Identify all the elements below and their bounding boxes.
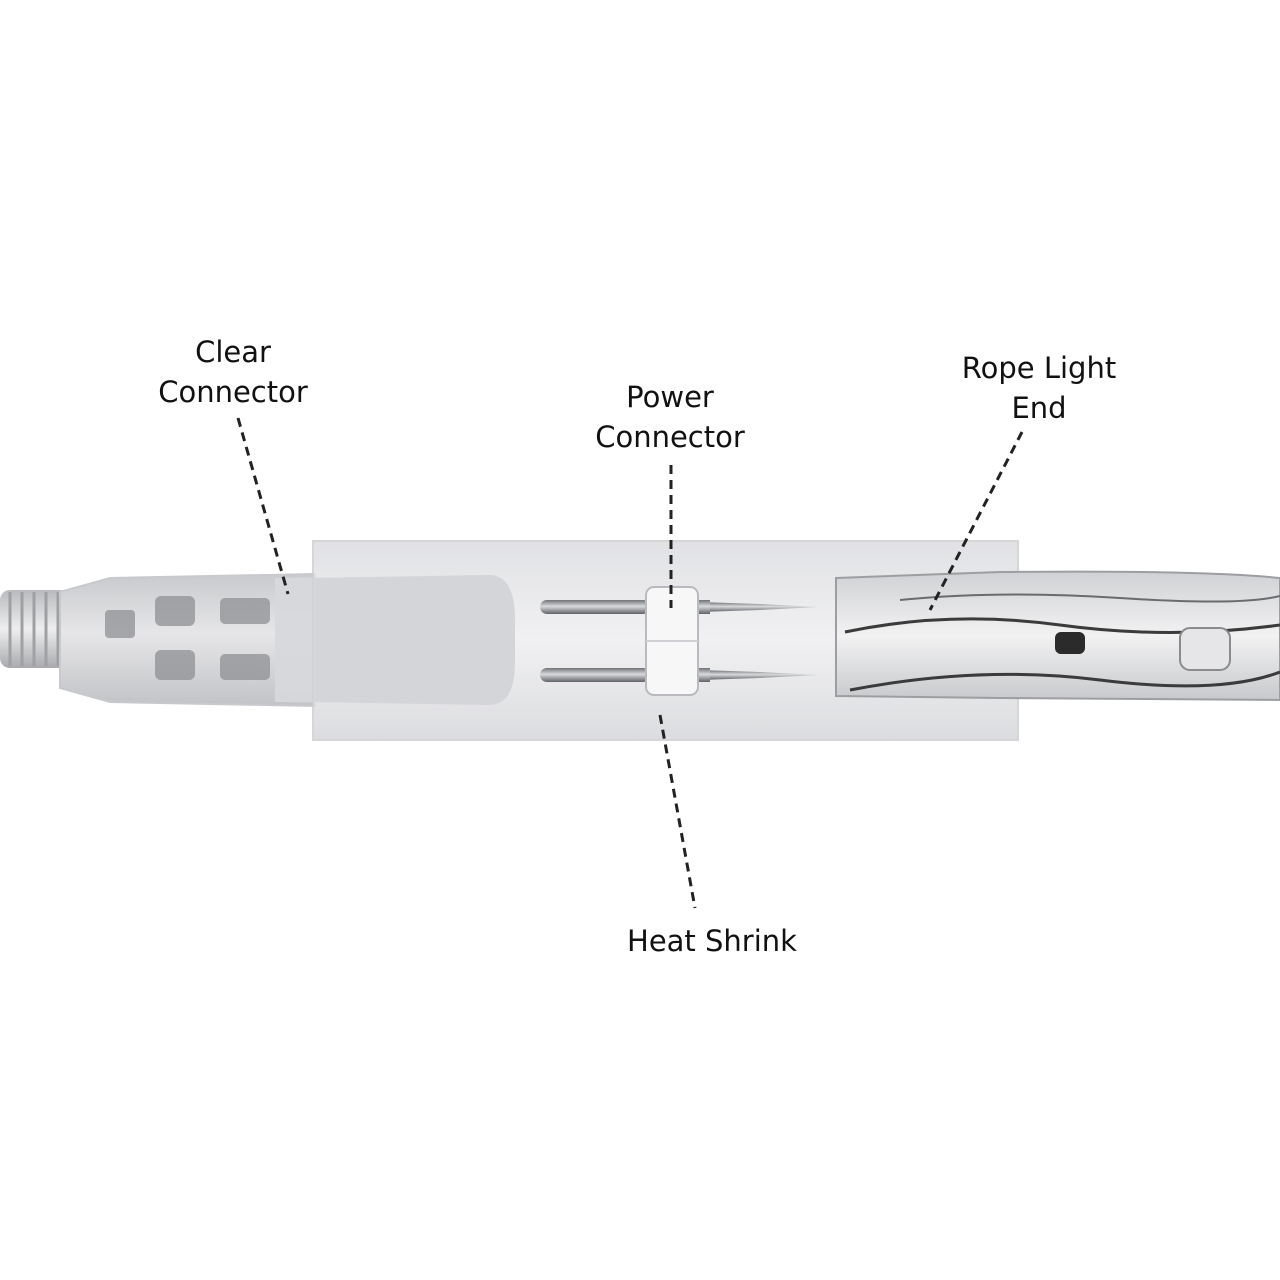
rope-light-end bbox=[835, 570, 1280, 702]
rope-light-end-label-line1: Rope Light bbox=[961, 351, 1117, 385]
connector-cap-inner bbox=[313, 575, 515, 705]
leader-lines bbox=[236, 417, 1024, 909]
power-connector-label-line1: Power bbox=[626, 380, 714, 414]
rope-light-end-label: Rope Light End bbox=[930, 348, 1148, 428]
inner-contacts bbox=[105, 596, 270, 680]
power-connector-label: Power Connector bbox=[570, 377, 770, 457]
power-connector bbox=[540, 586, 818, 696]
leader-heat-shrink bbox=[658, 714, 697, 909]
leader-clear-connector bbox=[236, 417, 290, 595]
heat-shrink-label: Heat Shrink bbox=[560, 921, 864, 961]
cable-ribs bbox=[8, 592, 60, 666]
leader-rope-light-end bbox=[928, 431, 1024, 611]
heat-shrink-label-line1: Heat Shrink bbox=[627, 924, 797, 958]
clear-connector-label-line1: Clear bbox=[195, 335, 271, 369]
rope-light-end-label-line2: End bbox=[1011, 391, 1067, 425]
pin-bottom bbox=[540, 668, 818, 682]
clear-connector-label: Clear Connector bbox=[133, 332, 333, 412]
power-connector-label-line2: Connector bbox=[595, 420, 745, 454]
rope-led bbox=[1055, 627, 1231, 671]
clear-connector-label-line2: Connector bbox=[158, 375, 308, 409]
